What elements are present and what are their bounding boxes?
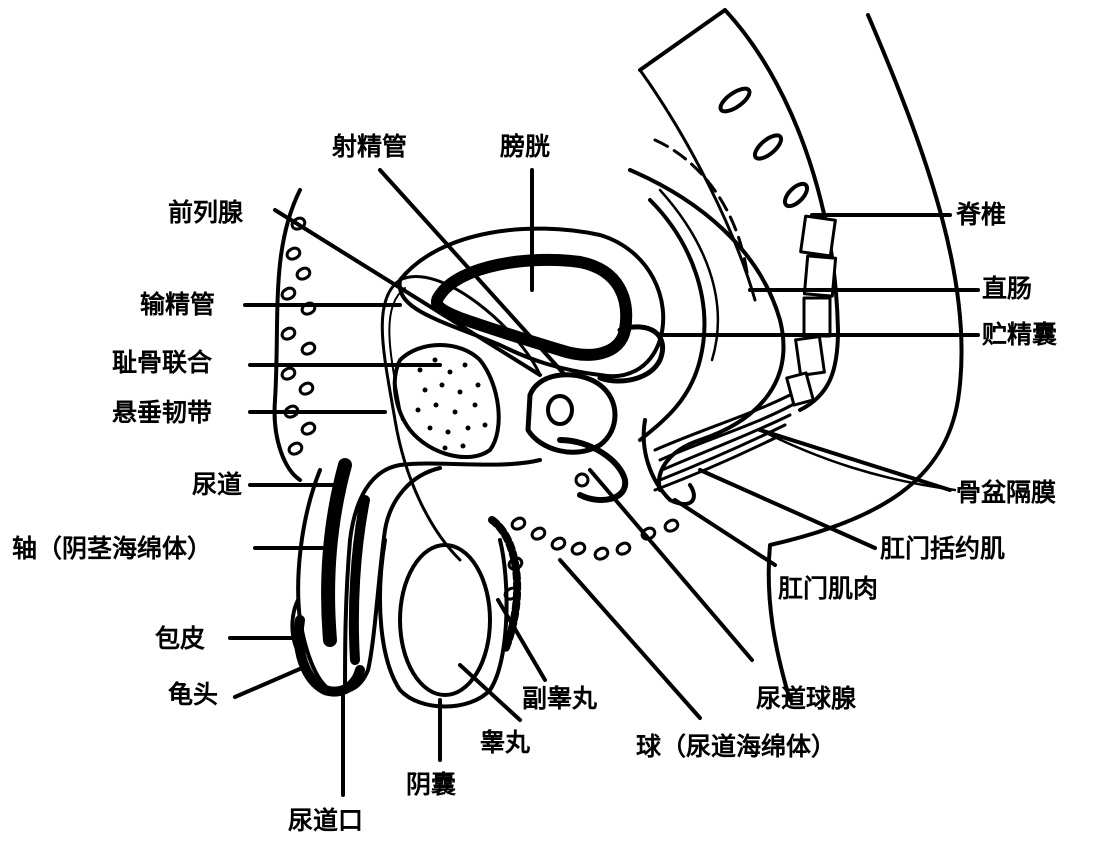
- seminal-vesicle-shape: [597, 324, 666, 384]
- urethra-path: [343, 458, 542, 692]
- label-shaft: 轴（阴茎海绵体）: [12, 534, 213, 563]
- label-anal-muscle: 肛门肌肉: [778, 574, 879, 603]
- label-bladder: 膀胱: [500, 132, 551, 161]
- label-epididymis: 副睾丸: [522, 684, 598, 713]
- label-urethral-opening: 尿道口: [288, 806, 364, 835]
- label-urethra: 尿道: [192, 470, 243, 499]
- pubic-hair: [272, 188, 302, 482]
- label-spine: 脊椎: [956, 200, 1007, 229]
- corpus-cavernosum: [321, 458, 352, 647]
- pelvic-muscle-hatching: [653, 393, 794, 492]
- bulb-curls: [503, 516, 680, 601]
- label-seminal-vesicle: 贮精囊: [982, 320, 1058, 349]
- label-rectum: 直肠: [982, 274, 1033, 303]
- label-testis: 睾丸: [480, 728, 531, 757]
- bulbourethral-gland-shape: [557, 437, 629, 503]
- prostate-shape: [525, 372, 618, 455]
- glans-shape: [293, 615, 365, 697]
- label-prostate: 前列腺: [168, 198, 244, 227]
- epididymis-shape: [488, 516, 522, 654]
- back-outline: [766, 13, 964, 702]
- pubic-symphysis-bone: [392, 343, 501, 460]
- bone-texture: [415, 357, 488, 451]
- label-vas-deferens: 输精管: [140, 290, 216, 319]
- label-pelvic-diaphragm: 骨盆隔膜: [956, 478, 1057, 507]
- hair-curls: [280, 216, 317, 456]
- label-foreskin: 包皮: [155, 624, 206, 653]
- label-scrotum: 阴囊: [406, 770, 457, 799]
- label-suspensory-ligament: 悬垂韧带: [112, 398, 213, 427]
- label-pubic-symphysis: 耻骨联合: [112, 348, 213, 377]
- label-anal-sphincter: 肛门括约肌: [880, 534, 1006, 563]
- foreskin-fold: [290, 598, 307, 662]
- vas-deferens-path: [380, 275, 542, 562]
- label-bulbourethral-gland: 尿道球腺: [756, 684, 857, 713]
- leader-lines: [228, 168, 980, 797]
- testis-shape: [398, 543, 492, 697]
- label-glans: 龟头: [168, 680, 219, 709]
- vertebrae: [718, 86, 810, 209]
- sacrum-segments: [785, 214, 838, 407]
- label-bulb: 球（尿道海绵体）: [636, 732, 837, 761]
- bladder-wall: [431, 253, 633, 361]
- label-ejaculatory-duct: 射精管: [332, 132, 408, 161]
